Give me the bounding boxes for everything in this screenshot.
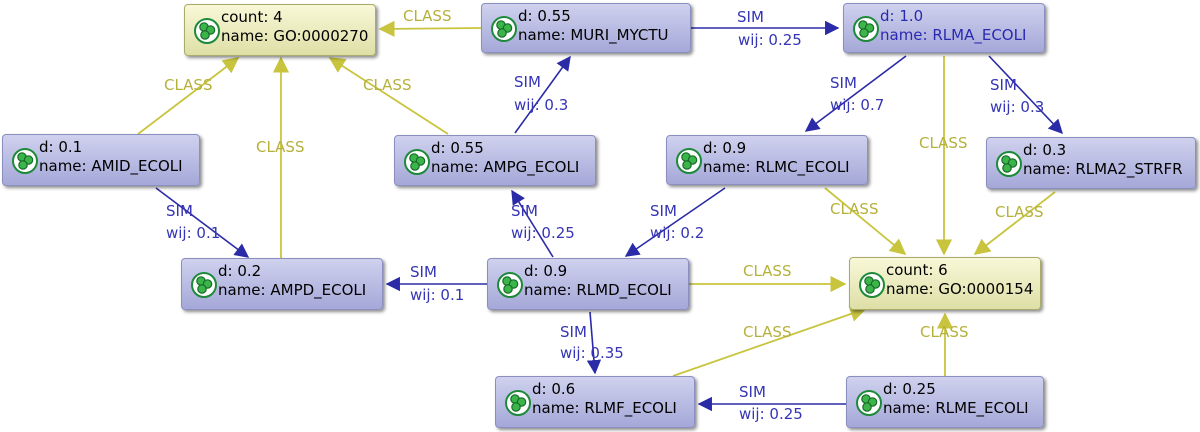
class-edge-rlma2-go154[interactable] [973,191,1056,255]
class-edge-ampg-go270[interactable] [328,57,449,135]
node-name: name: GO:0000154 [886,280,1034,298]
edge-type-label: SIM [511,202,538,220]
node-name: name: RLMD_ECOLI [524,281,672,299]
edge-type-label: CLASS [743,323,791,341]
node-degree: d: 0.9 [703,139,747,157]
node-name: name: AMPG_ECOLI [431,158,580,176]
edge-type-label: SIM [990,76,1017,94]
cluster-icon [505,390,531,416]
class-edge-amid-go270[interactable] [137,57,240,135]
node-name: name: RLMC_ECOLI [703,158,850,176]
node-name: name: MURI_MYCTU [518,26,669,44]
cluster-icon [856,390,882,416]
node-count: count: 4 [221,8,283,26]
edge-type-label: SIM [650,202,677,220]
edge-type-label: SIM [166,202,193,220]
edge-type-label: SIM [830,74,857,92]
edge-type-label: CLASS [256,138,304,156]
node-name: name: RLMA2_STRFR [1023,160,1183,178]
sim-edge-rlmd-rlmf[interactable] [586,311,602,375]
edge-weight-label: wij: 0.7 [830,96,884,114]
node-count: count: 6 [886,261,948,279]
edge-type-label: SIM [410,263,437,281]
edge-type-label: SIM [739,383,766,401]
edge-type-label: CLASS [995,203,1043,221]
edge-weight-label: wij: 0.25 [738,31,802,49]
cluster-icon [853,16,879,42]
edge-type-label: CLASS [920,323,968,341]
edge-weight-label: wij: 0.3 [514,96,568,114]
node-name: name: GO:0000270 [221,27,369,45]
node-degree: d: 0.1 [39,138,83,156]
cluster-icon [404,149,430,175]
node-name: name: AMID_ECOLI [39,157,183,175]
node-degree: d: 1.0 [880,7,924,25]
edge-type-label: CLASS [830,200,878,218]
edge-weight-label: wij: 0.3 [990,98,1044,116]
edge-weight-label: wij: 0.1 [166,224,220,242]
node-name: name: AMPD_ECOLI [218,281,367,299]
edge-type-label: CLASS [363,76,411,94]
class-edge-rlmf-go154[interactable] [672,306,867,377]
edge-weight-label: wij: 0.35 [560,344,624,362]
class-edge-rlmc-go154[interactable] [824,187,907,256]
edge-weight-label: wij: 0.1 [410,286,464,304]
cluster-icon [194,18,220,44]
cluster-icon [497,272,523,298]
edge-type-label: SIM [514,73,541,91]
edge-type-label: CLASS [743,262,791,280]
node-degree: d: 0.6 [532,380,576,398]
edge-type-label: SIM [560,323,587,341]
node-degree: d: 0.55 [431,139,484,157]
edge-weight-label: wij: 0.25 [739,405,803,423]
cluster-icon [676,148,702,174]
node-degree: d: 0.9 [524,262,568,280]
node-name: name: RLMA_ECOLI [880,26,1027,44]
cluster-icon [859,272,885,298]
cluster-icon [491,16,517,42]
sim-edge-rlmd-ampg[interactable] [511,189,554,258]
node-degree: d: 0.25 [883,380,936,398]
edge-type-label: CLASS [403,7,451,25]
edge-type-label: SIM [737,8,764,26]
edge-type-label: CLASS [919,134,967,152]
sim-edge-rlma-rlmc[interactable] [804,55,907,132]
sim-edge-rlma-rlma2[interactable] [988,55,1063,135]
node-name: name: RLME_ECOLI [883,399,1029,417]
node-degree: d: 0.2 [218,262,262,280]
cluster-icon [996,151,1022,177]
cluster-icon [191,272,217,298]
edge-weight-label: wij: 0.25 [511,224,575,242]
sim-edge-rlmc-rlmd[interactable] [624,187,726,257]
node-name: name: RLMF_ECOLI [532,399,677,417]
node-degree: d: 0.3 [1023,141,1067,159]
sim-edge-amid-ampd[interactable] [155,187,250,258]
sim-edge-ampg-muri[interactable] [514,55,571,134]
edge-type-label: CLASS [164,76,212,94]
cluster-icon [12,148,38,174]
edge-weight-label: wij: 0.2 [650,224,704,242]
class-edge-muri-go270[interactable] [378,20,482,37]
node-degree: d: 0.55 [518,7,571,25]
